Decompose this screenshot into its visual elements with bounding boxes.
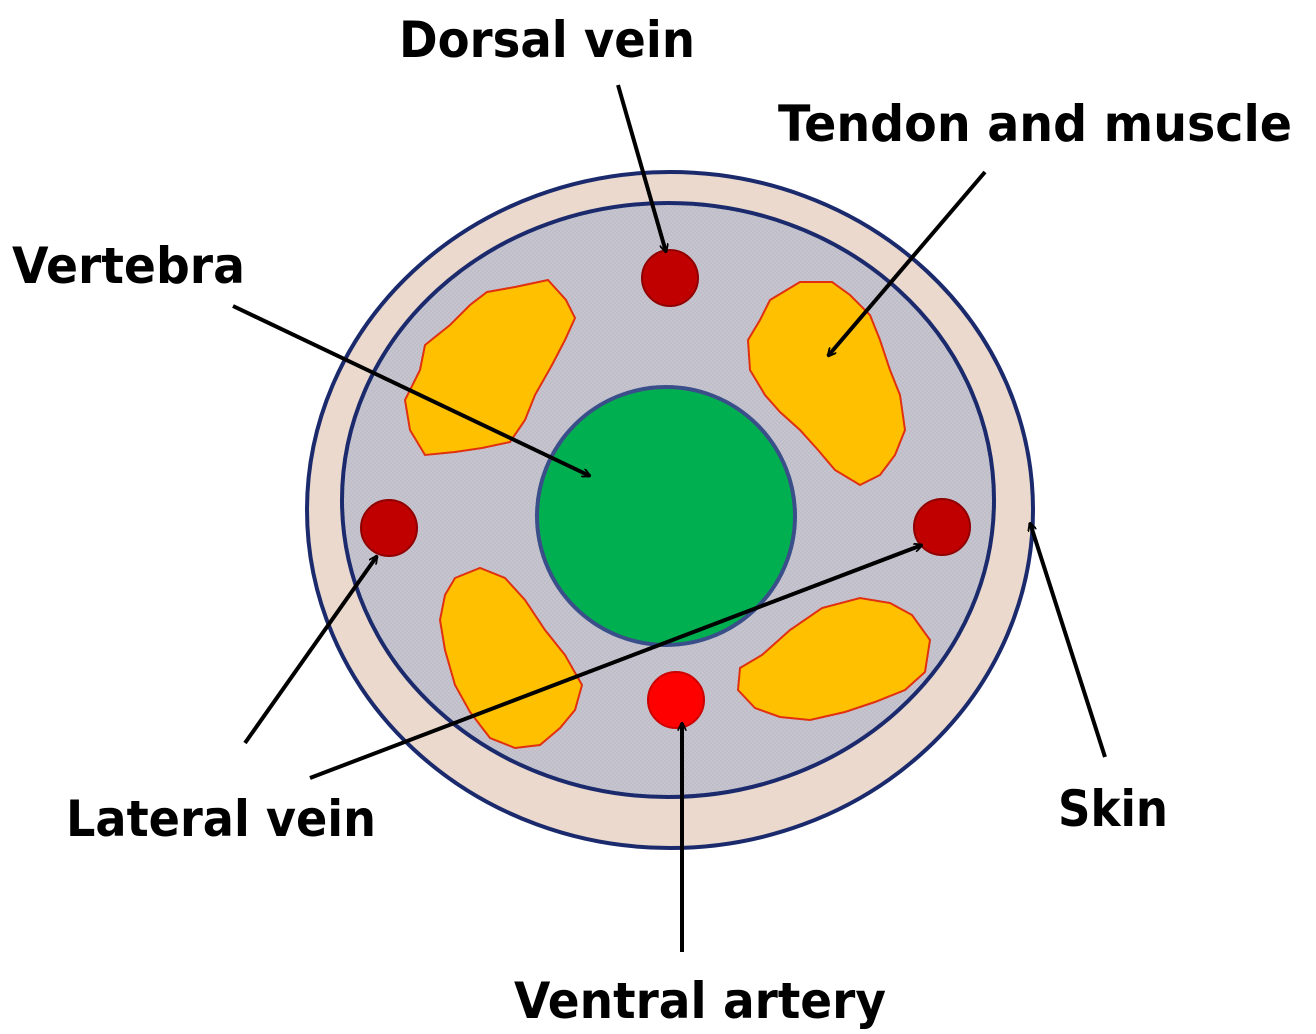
skin-label: Skin: [1058, 780, 1168, 838]
skin-arrow: [1030, 523, 1105, 757]
vertebra-label: Vertebra: [12, 237, 245, 295]
lateral-vein-label: Lateral vein: [66, 790, 376, 848]
lateral-vein-left-shape: [361, 500, 417, 556]
dorsal-vein-shape: [642, 250, 698, 306]
dorsal-vein-label: Dorsal vein: [399, 11, 695, 69]
tendon-and-muscle-label: Tendon and muscle: [778, 95, 1292, 153]
ventral-artery-shape: [648, 672, 704, 728]
ventral-artery-label: Ventral artery: [514, 972, 886, 1030]
